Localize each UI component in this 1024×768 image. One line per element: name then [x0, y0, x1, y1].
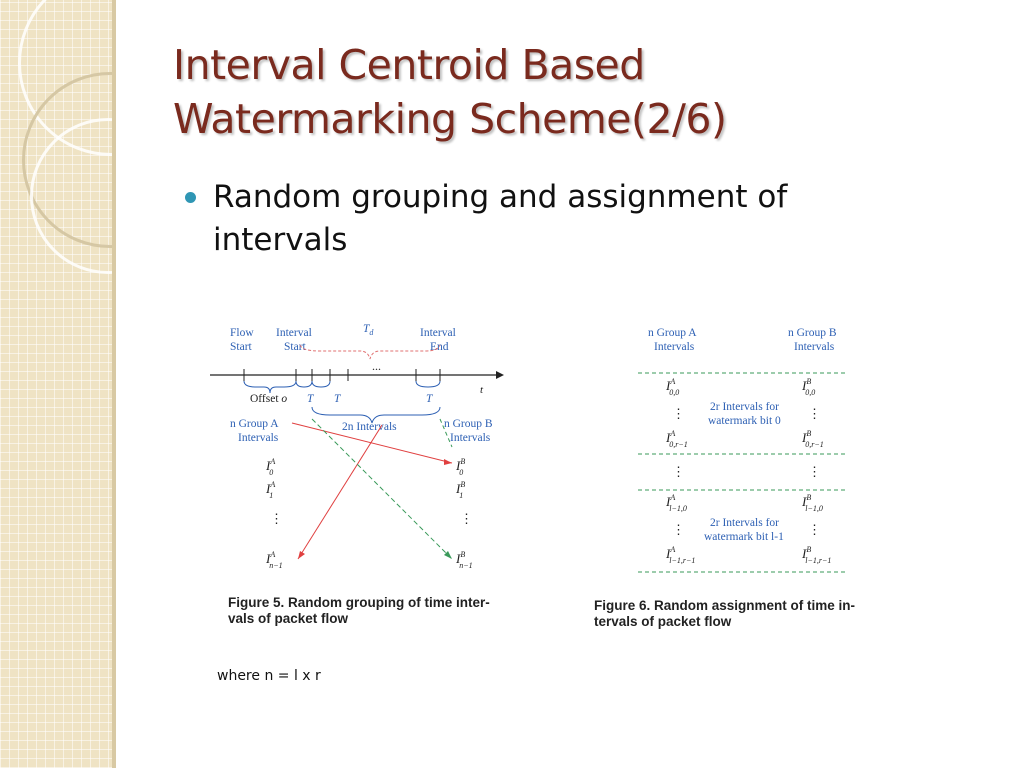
- assignment-arrow-red: [297, 424, 383, 560]
- group-b-label: n Group B: [788, 327, 837, 339]
- figure-5-caption: Figure 5. Random grouping of time inter-: [228, 595, 490, 610]
- assignment-arrow-green: [311, 418, 453, 560]
- figure-6-caption: tervals of packet flow: [594, 614, 732, 629]
- slide-title-line-2: Watermarking Scheme(2/6): [173, 95, 727, 143]
- time-axis-label: t: [480, 384, 484, 396]
- bullet-icon: [185, 192, 196, 203]
- group-a-label: n Group A: [230, 418, 279, 430]
- vdots: ⋮: [270, 511, 283, 526]
- bit-l-label: 2r Intervals for: [710, 517, 779, 529]
- footnote: where n = l x r: [217, 668, 321, 684]
- vdots: ⋮: [460, 511, 473, 526]
- group-a-label: Intervals: [654, 341, 695, 353]
- vdots: ⋮: [672, 464, 685, 479]
- figure-6-caption: Figure 6. Random assignment of time in-: [594, 598, 855, 613]
- bit-l-label: watermark bit l-1: [704, 531, 784, 543]
- interval-T-label: T: [334, 393, 342, 405]
- group-b-label: n Group B: [444, 418, 493, 430]
- flow-start-label: Flow: [230, 327, 254, 339]
- bullet-text: Random grouping and assignment of interv…: [213, 176, 913, 262]
- bit-0-label: 2r Intervals for: [710, 401, 779, 413]
- group-a-label: Intervals: [238, 432, 279, 444]
- decorative-side-band: [0, 0, 112, 768]
- interval-end-label: Interval: [420, 327, 456, 339]
- flow-start-label: Start: [230, 341, 253, 353]
- td-label: Td: [363, 323, 374, 337]
- bullet-text-line-2: intervals: [213, 222, 348, 258]
- figure-5-caption: vals of packet flow: [228, 611, 349, 626]
- slide-title-line-1: Interval Centroid Based: [173, 41, 645, 89]
- figure-6: n Group A Intervals n Group B Intervals …: [594, 327, 855, 629]
- bit-0-label: watermark bit 0: [708, 415, 781, 427]
- vdots: ⋮: [808, 522, 821, 537]
- side-band-edge: [112, 0, 116, 768]
- bullet-text-line-1: Random grouping and assignment of: [213, 179, 788, 215]
- timeline-ellipsis: ...: [372, 359, 381, 373]
- offset-label: Offset o: [250, 393, 287, 405]
- vdots: ⋮: [672, 406, 685, 421]
- interval-end-label: End: [430, 341, 449, 353]
- assignment-arrow-green: [439, 418, 453, 448]
- td-brace: [299, 344, 441, 360]
- slide-title: Interval Centroid Based Watermarking Sch…: [173, 38, 993, 146]
- interval-start-label: Start: [284, 341, 307, 353]
- vdots: ⋮: [672, 522, 685, 537]
- group-a-label: n Group A: [648, 327, 697, 339]
- vdots: ⋮: [808, 464, 821, 479]
- vdots: ⋮: [808, 406, 821, 421]
- group-b-label: Intervals: [794, 341, 835, 353]
- interval-T-label: T: [426, 393, 434, 405]
- interval-T-label: T: [307, 393, 315, 405]
- interval-start-label: Interval: [276, 327, 312, 339]
- timeline-arrowhead: [496, 371, 504, 379]
- figure-5: Flow Start Interval Start Interval End T…: [210, 323, 504, 626]
- two-n-intervals-label: 2n Intervals: [342, 421, 397, 433]
- group-b-label: Intervals: [450, 432, 491, 444]
- assignment-arrow-red: [291, 422, 453, 464]
